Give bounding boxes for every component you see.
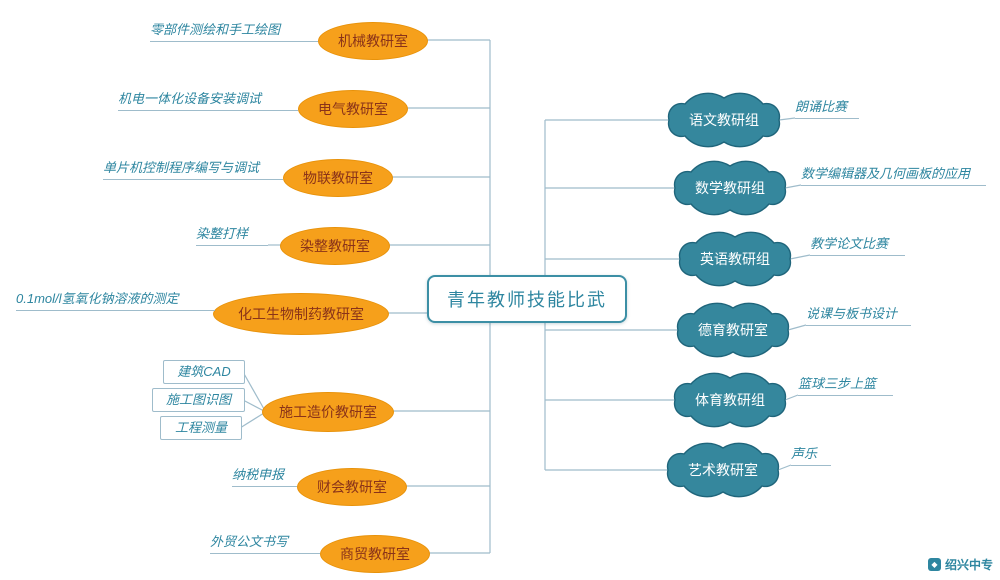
leaf-chembio[interactable]: 0.1mol/l氢氧化钠溶液的测定 (16, 289, 215, 311)
leaf-pe[interactable]: 篮球三步上篮 (798, 374, 893, 396)
branch-node-mechanical[interactable]: 机械教研室 (318, 22, 428, 60)
leaf-electrical[interactable]: 机电一体化设备安装调试 (118, 89, 298, 111)
watermark-logo-icon: ◆ (928, 558, 941, 571)
cloud-label: 语文教研组 (689, 112, 759, 128)
leaf-moral-education[interactable]: 说课与板书设计 (806, 304, 911, 326)
leaf-mechanical[interactable]: 零部件测绘和手工绘图 (150, 20, 318, 42)
watermark: ◆ 绍兴中专 (928, 556, 993, 573)
branch-node-english[interactable]: 英语教研组 (672, 229, 798, 289)
branch-node-trade[interactable]: 商贸教研室 (320, 535, 430, 573)
leaf-construction-survey[interactable]: 工程测量 (160, 416, 242, 440)
cloud-label: 体育教研组 (695, 392, 765, 408)
leaf-accounting[interactable]: 纳税申报 (232, 465, 297, 487)
branch-node-chembio[interactable]: 化工生物制药教研室 (213, 293, 389, 335)
branch-node-accounting[interactable]: 财会教研室 (297, 468, 407, 506)
branch-node-iot[interactable]: 物联教研室 (283, 159, 393, 197)
leaf-construction-drawing[interactable]: 施工图识图 (152, 388, 245, 412)
leaf-construction-cad[interactable]: 建筑CAD (163, 360, 245, 384)
leaf-art[interactable]: 声乐 (791, 444, 831, 466)
leaf-math[interactable]: 数学编辑器及几何画板的应用 (801, 164, 986, 186)
branch-node-chinese[interactable]: 语文教研组 (661, 90, 787, 150)
branch-node-construction-cost[interactable]: 施工造价教研室 (262, 392, 394, 432)
branch-node-electrical[interactable]: 电气教研室 (298, 90, 408, 128)
leaf-trade[interactable]: 外贸公文书写 (210, 532, 320, 554)
branch-node-pe[interactable]: 体育教研组 (667, 370, 793, 430)
branch-node-art[interactable]: 艺术教研室 (660, 440, 786, 500)
leaf-english[interactable]: 教学论文比赛 (810, 234, 905, 256)
cloud-label: 英语教研组 (700, 251, 770, 267)
leaf-dyeing[interactable]: 染整打样 (196, 224, 268, 246)
watermark-label: 绍兴中专 (945, 558, 994, 572)
branch-node-moral-education[interactable]: 德育教研室 (670, 300, 796, 360)
cloud-label: 德育教研室 (698, 322, 768, 338)
cloud-label: 艺术教研室 (688, 462, 758, 478)
cloud-label: 数学教研组 (695, 180, 765, 196)
branch-node-dyeing[interactable]: 染整教研室 (280, 227, 390, 265)
leaf-chinese[interactable]: 朗诵比赛 (795, 97, 859, 119)
leaf-iot[interactable]: 单片机控制程序编写与调试 (103, 158, 283, 180)
central-topic-node[interactable]: 青年教师技能比武 (427, 275, 627, 323)
branch-node-math[interactable]: 数学教研组 (667, 158, 793, 218)
